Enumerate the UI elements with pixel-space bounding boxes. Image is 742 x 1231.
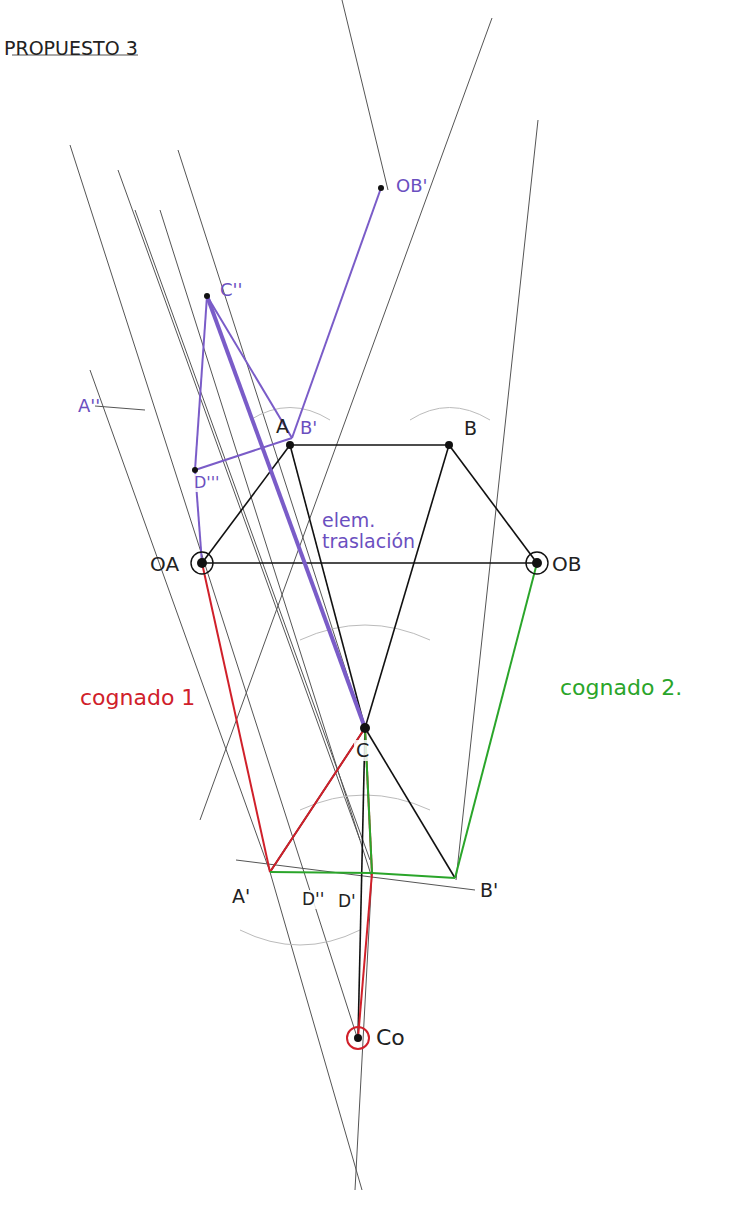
point-label: A''	[78, 396, 100, 416]
point-label: B'	[300, 418, 317, 438]
cognate-2	[270, 563, 537, 878]
point-label: B	[464, 418, 477, 439]
cognate-label: cognado 1	[80, 686, 195, 710]
point-label: A'	[232, 886, 250, 907]
point-label: D''	[300, 890, 326, 909]
point-label: OB'	[396, 176, 427, 196]
point-label: B'	[480, 880, 498, 901]
point-label: OA	[150, 553, 179, 575]
translated-linkage	[195, 188, 381, 728]
point-label: C	[354, 740, 371, 761]
point-label: A	[276, 416, 289, 437]
cognate-label: cognado 2.	[560, 676, 682, 700]
title-text: PROPUESTO 3	[4, 38, 138, 59]
joint-dots	[192, 185, 542, 1042]
point-label: Co	[376, 1026, 405, 1050]
note-text: elem. traslación	[320, 510, 416, 552]
point-label: OB	[552, 553, 581, 575]
base-linkage	[202, 445, 537, 1038]
cognate-1	[202, 563, 372, 1049]
ground-circles	[191, 552, 548, 574]
point-label: C''	[220, 280, 242, 300]
parallel-lines	[12, 0, 538, 1190]
point-label: D'''	[192, 474, 222, 492]
point-label: D'	[336, 892, 358, 911]
